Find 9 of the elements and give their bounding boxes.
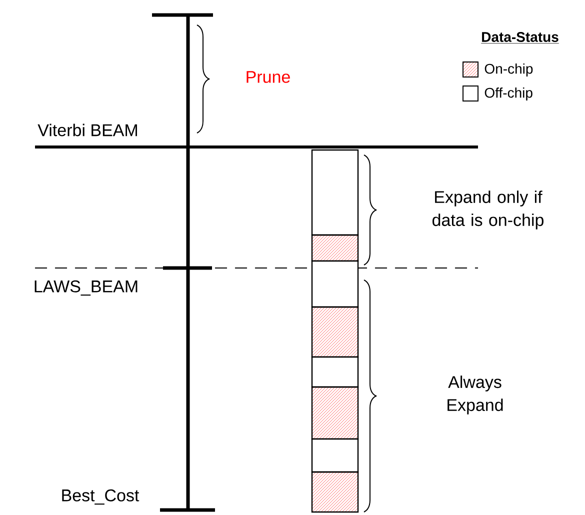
region-label: Expand only if data is on-chip [432, 190, 544, 230]
legend-label: On-chip [484, 63, 533, 77]
legend-title: Data-Status [480, 32, 560, 44]
threshold-label: Best_Cost [62, 489, 140, 505]
threshold-label: Viterbi BEAM [38, 124, 137, 136]
threshold-label: LAWS_BEAM [34, 280, 138, 296]
prune-label: Prune [246, 71, 290, 83]
region-label: Always Expand [448, 376, 503, 414]
legend-label: Off-chip [484, 87, 532, 101]
